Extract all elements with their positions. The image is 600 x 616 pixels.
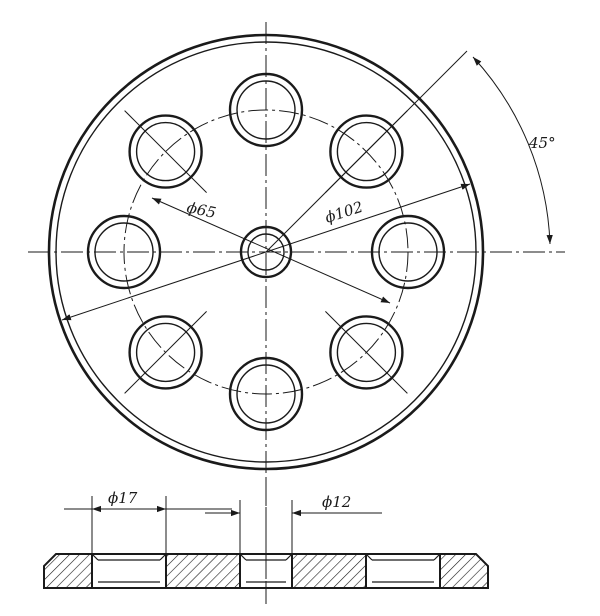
outer-edge xyxy=(47,33,485,471)
angle-extension-line xyxy=(265,50,468,253)
hole-diameter-label: ϕ17 xyxy=(108,489,138,507)
center-hole-diameter-label: ϕ12 xyxy=(322,493,351,511)
bolt-hole xyxy=(325,311,408,394)
bolt-hole xyxy=(228,72,304,148)
section-segment-2 xyxy=(165,553,241,589)
section-view: ϕ17 ϕ12 xyxy=(43,480,489,605)
section-segment-3 xyxy=(291,553,367,589)
section-segment-4 xyxy=(439,553,489,589)
angle-label: 45° xyxy=(528,134,556,152)
section-segment-1 xyxy=(43,553,93,589)
angle-arc xyxy=(472,56,553,245)
bolt-hole xyxy=(228,356,304,432)
outer-chamfer xyxy=(55,41,477,463)
plan-view: ϕ102 ϕ65 45° xyxy=(28,22,565,600)
outer-diameter-label: ϕ102 xyxy=(323,198,366,227)
bolt-circle-dim-line xyxy=(151,197,391,304)
bolt-circle-label: ϕ65 xyxy=(185,198,217,222)
bolt-hole xyxy=(124,311,207,394)
bolt-hole xyxy=(124,110,207,193)
